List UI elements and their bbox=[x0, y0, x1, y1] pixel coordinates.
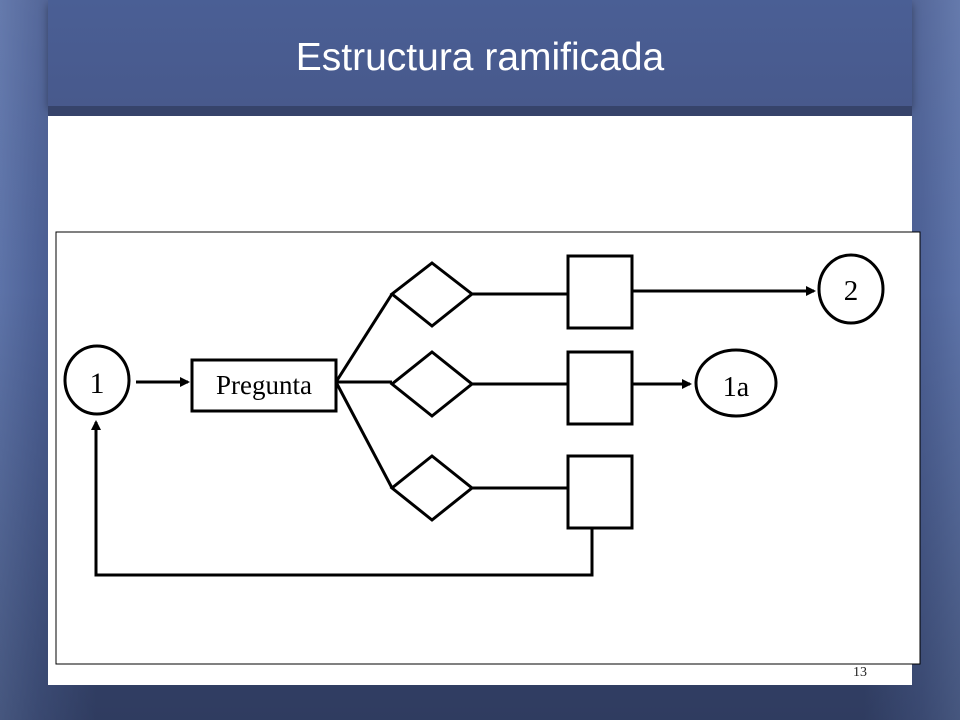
return-node-label: 1a bbox=[723, 372, 750, 403]
next-node bbox=[817, 253, 885, 325]
title-bar-underline bbox=[48, 106, 912, 116]
action-box-bottom bbox=[566, 454, 634, 530]
return-node bbox=[694, 348, 778, 418]
branch-line-bottom bbox=[334, 381, 394, 489]
decision-diamond-top bbox=[389, 261, 475, 328]
action-box-top bbox=[566, 254, 634, 330]
question-box-label: Pregunta bbox=[216, 370, 312, 400]
loop-back-arrow bbox=[91, 420, 594, 577]
start-node bbox=[63, 344, 131, 416]
next-node-label: 2 bbox=[844, 275, 859, 307]
branch-line-top bbox=[334, 293, 394, 383]
decision-diamond-middle bbox=[389, 350, 475, 418]
title-bar bbox=[48, 0, 912, 106]
question-box bbox=[190, 358, 338, 413]
slide-title: Estructura ramificada bbox=[295, 36, 665, 79]
action-box-middle bbox=[566, 350, 634, 426]
start-node-label: 1 bbox=[90, 367, 105, 400]
decision-diamond-bottom bbox=[389, 454, 475, 522]
page-number: 13 bbox=[853, 665, 867, 680]
diagram-frame bbox=[55, 231, 921, 665]
